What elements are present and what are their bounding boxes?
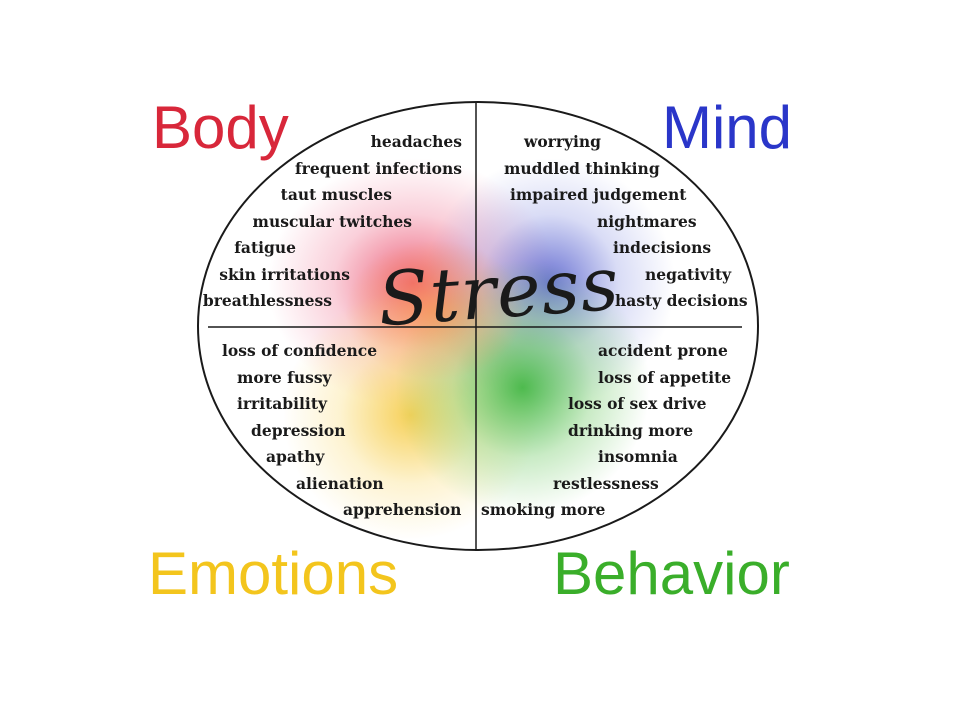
mind-symptom: muddled thinking (504, 158, 660, 178)
title-mind: Mind (662, 94, 793, 161)
behavior-symptom: accident prone (598, 341, 728, 360)
emotions-symptom: loss of confidence (222, 341, 378, 360)
oval-outline (197, 101, 759, 551)
title-behavior: Behavior (553, 540, 790, 607)
behavior-symptom: restlessness (553, 473, 659, 493)
body-symptom: taut muscles (280, 185, 392, 204)
mind-symptom: hasty decisions (615, 291, 748, 310)
title-body: Body (152, 94, 289, 161)
behavior-symptom: drinking more (568, 420, 694, 440)
body-symptom: fatigue (234, 238, 296, 257)
mind-symptom: worrying (524, 132, 602, 151)
body-symptom: frequent infections (295, 158, 462, 178)
center-label: Stress (375, 240, 623, 344)
body-symptom: breathlessness (202, 291, 332, 310)
emotions-symptom: apprehension (343, 500, 462, 519)
behavior-symptom: insomnia (598, 447, 678, 466)
orange-glow (345, 240, 525, 380)
mind-symptom: indecisions (613, 238, 712, 257)
behavior-symptom: loss of sex drive (568, 394, 707, 413)
mind-symptom: nightmares (597, 211, 697, 231)
body-symptom: muscular twitches (252, 211, 412, 231)
body-symptom: skin irritations (219, 264, 350, 284)
emotions-symptom: apathy (266, 447, 325, 466)
body-symptom: headaches (370, 132, 462, 151)
emotions-symptom: alienation (296, 473, 384, 493)
behavior-symptom: smoking more (481, 500, 606, 519)
mind-symptom: impaired judgement (510, 185, 687, 204)
emotions-symptom: depression (251, 420, 346, 440)
title-emotions: Emotions (148, 540, 399, 607)
mind-symptom: negativity (645, 264, 732, 284)
behavior-symptom: loss of appetite (598, 367, 732, 387)
emotions-symptom: more fussy (237, 367, 332, 387)
emotions-symptom: irritability (237, 394, 327, 413)
